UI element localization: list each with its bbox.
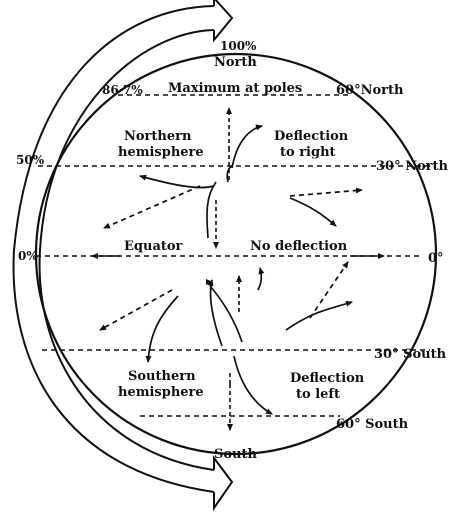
label-86-percent: 86·7% (102, 83, 143, 97)
label-100-percent: 100% (220, 39, 257, 53)
label-max-poles: Maximum at poles (168, 81, 302, 96)
label-def-left-1: Deflection (290, 371, 365, 386)
label-no-deflection: No deflection (250, 239, 348, 254)
label-equator: Equator (124, 239, 183, 254)
deflection-arrow-icon (103, 124, 363, 239)
label-northern-1: Northern (124, 129, 192, 144)
axis-arrows (213, 107, 242, 431)
label-south: South (214, 447, 258, 462)
rotation-arrow-icon (12, 0, 234, 512)
label-northern-2: hemisphere (118, 145, 204, 160)
deflection-arrow-icon (99, 261, 353, 415)
label-def-right-2: to right (280, 145, 336, 160)
label-30-north: 30° North (376, 159, 449, 174)
label-60-north: 60°North (336, 83, 404, 98)
label-def-right-1: Deflection (274, 129, 349, 144)
label-0-degree: 0° (428, 251, 444, 266)
globe-circle (34, 52, 438, 456)
label-southern-1: Southern (128, 369, 196, 384)
label-0-percent: 0% (18, 249, 38, 263)
label-north: North (214, 55, 257, 70)
label-60-south: 60° South (336, 417, 409, 432)
labels: 100% North 86·7% Maximum at poles 60°Nor… (16, 39, 449, 462)
label-30-south: 30° South (374, 347, 447, 362)
label-southern-2: hemisphere (118, 385, 204, 400)
label-50-percent: 50% (16, 153, 45, 167)
label-def-left-2: to left (296, 387, 340, 402)
